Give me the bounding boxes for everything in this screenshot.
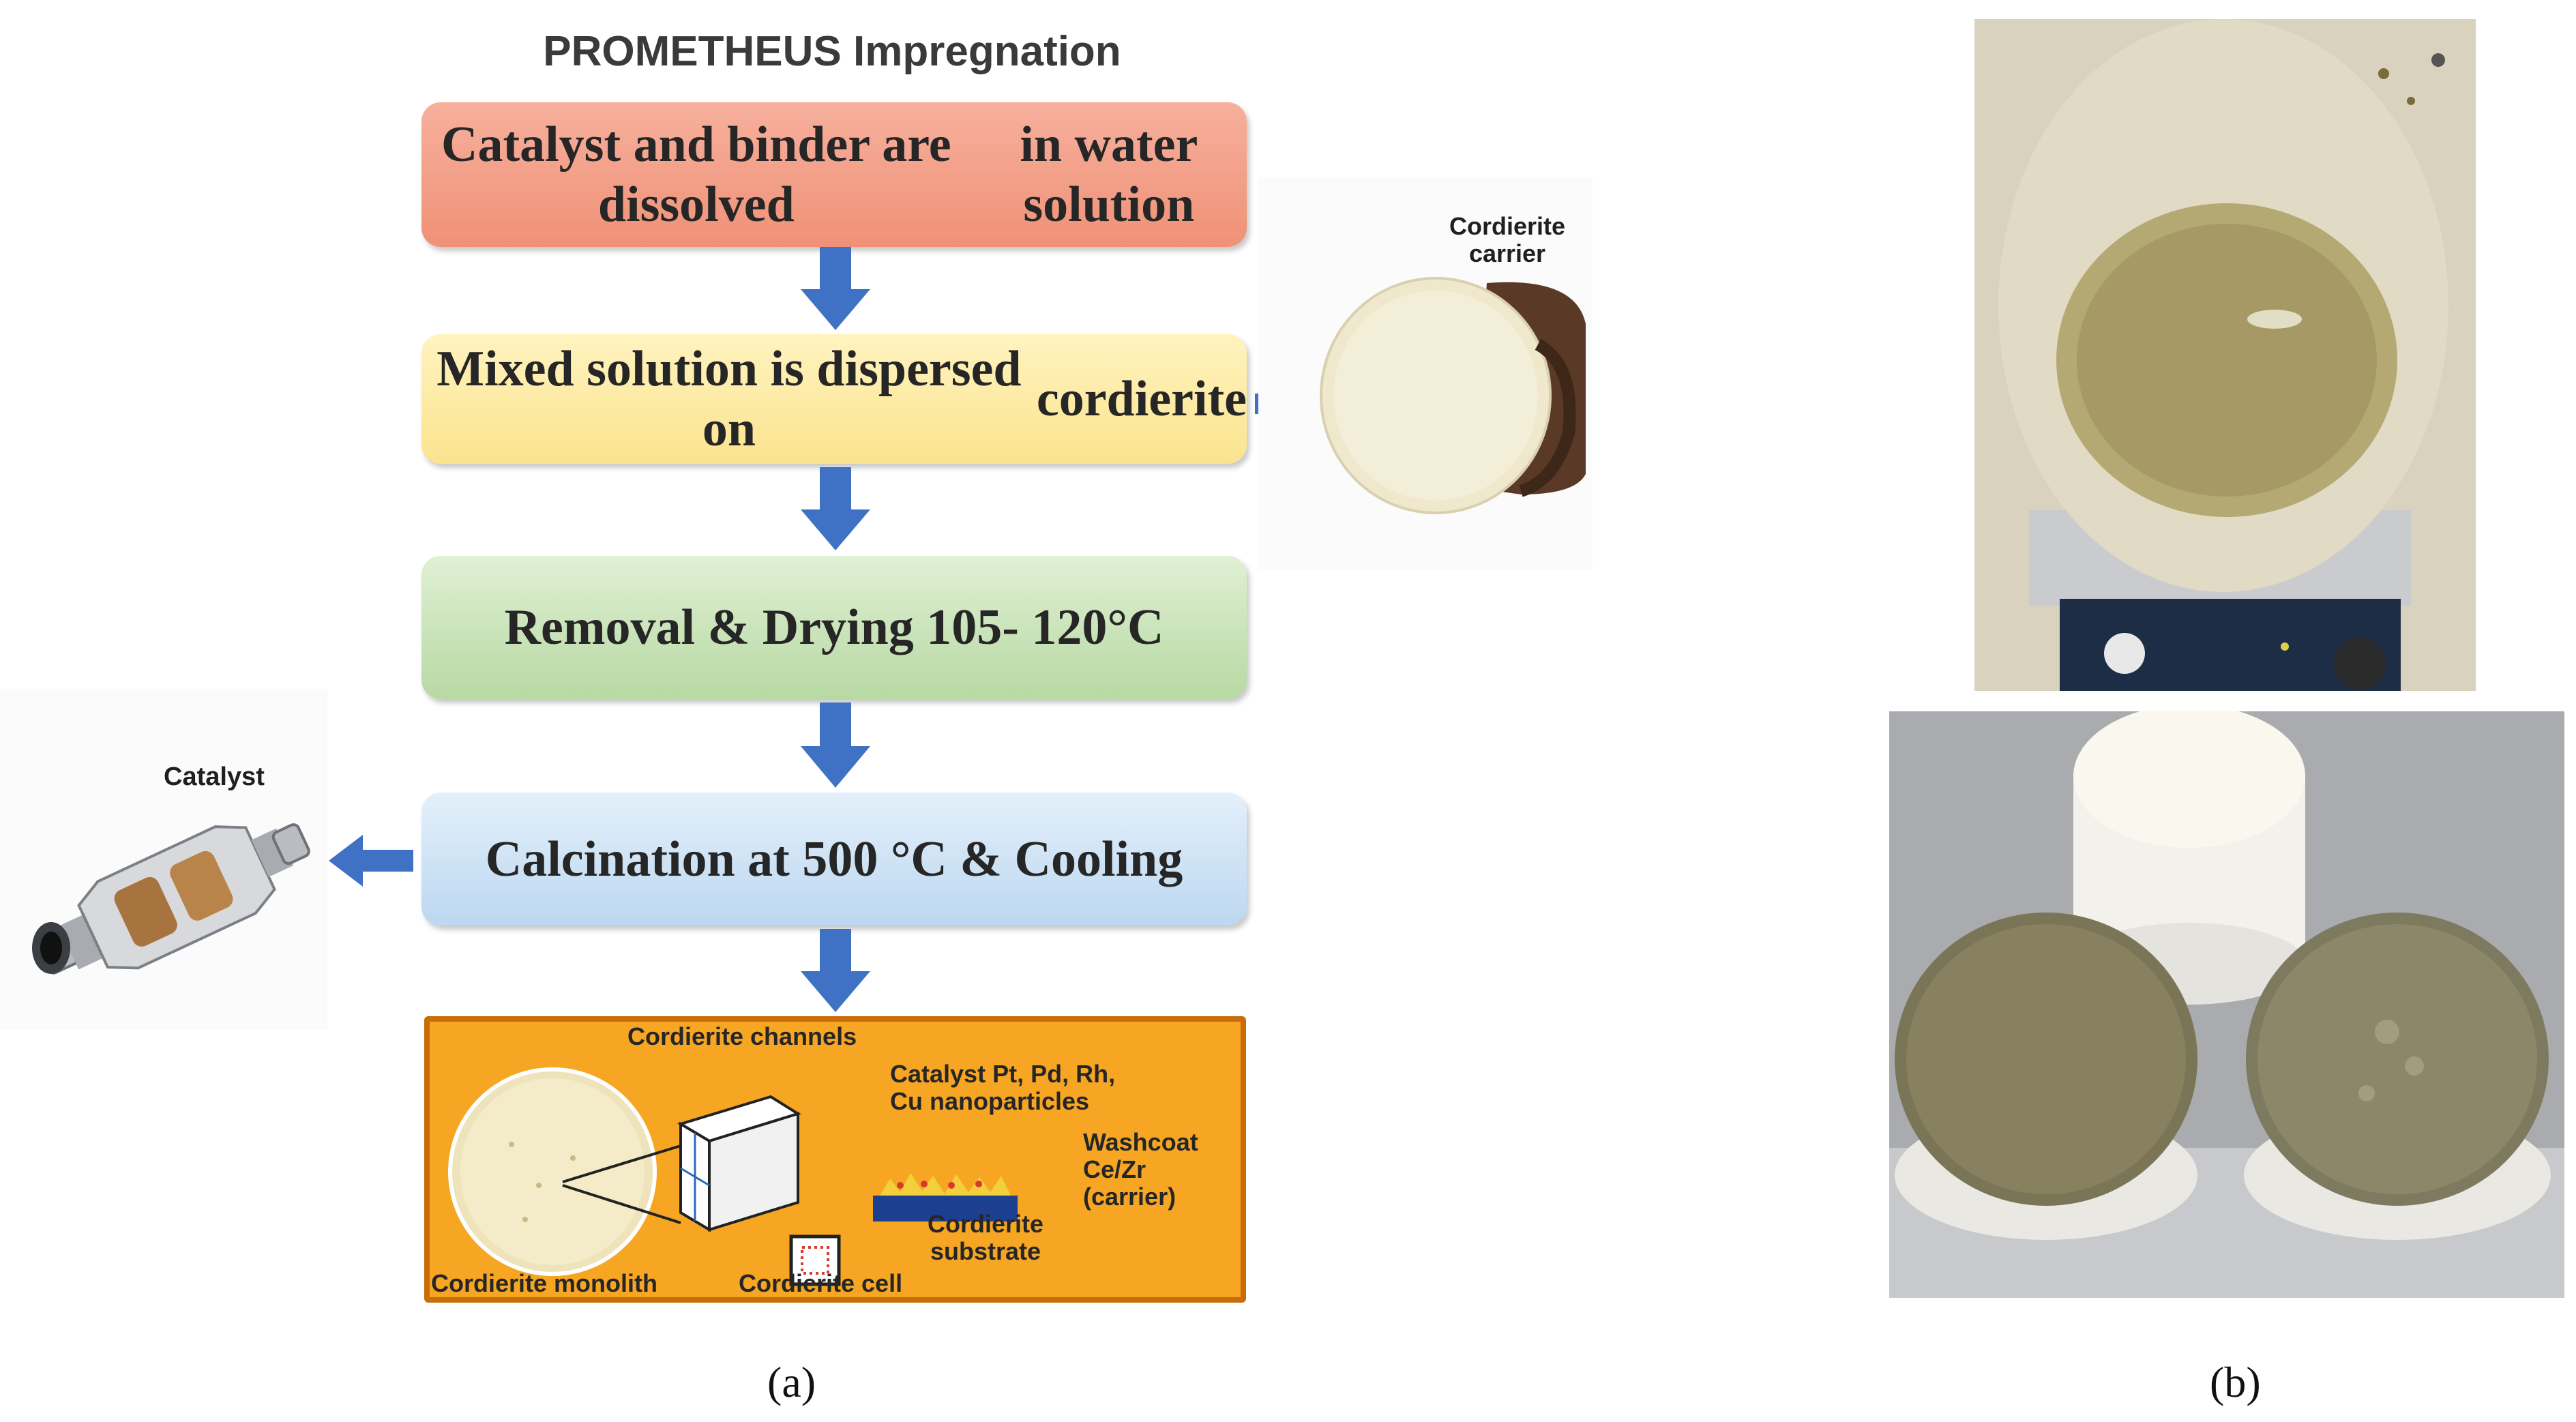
label-catalyst-np: Catalyst Pt, Pd, Rh, Cu nanoparticles [890,1061,1115,1115]
label-catalyst-np-line1: Catalyst Pt, Pd, Rh, [890,1060,1116,1088]
label-washcoat-line3: (carrier) [1083,1183,1176,1211]
arrow-down-icon [801,247,870,330]
step-dissolve: Catalyst and binder are dissolved in wat… [421,102,1247,247]
step-calcination: Calcination at 500 °C & Cooling [421,793,1247,925]
arrow-left-icon [329,835,413,887]
carrier-label-line1: Cordierite [1449,212,1566,240]
monoliths-photo [1889,711,2564,1298]
step-disperse: Mixed solution is dispersed on cordierit… [421,334,1247,464]
monoliths-image [1889,711,2564,1298]
label-substrate: Cordierite substrate [928,1211,1043,1265]
step-calcination-line1: Calcination at 500 °C & Cooling [485,831,1183,887]
cordierite-carrier-image [1320,277,1586,514]
arrow-down-icon [801,929,870,1012]
caption-b: (b) [2210,1358,2261,1406]
catalyst-label: Catalyst [164,762,265,791]
arrow-down-icon [801,467,870,550]
structure-illustration [448,1067,1018,1286]
slurry-beaker-image [1974,19,2476,691]
carrier-label-line2: carrier [1468,239,1546,267]
label-channels: Cordierite channels [627,1022,857,1050]
step-disperse-line2: cordierite [1036,371,1247,427]
label-washcoat: Washcoat Ce/Zr (carrier) [1083,1129,1198,1211]
label-monolith: Cordierite monolith [431,1269,657,1297]
step-dissolve-line1: Catalyst and binder are dissolved [441,117,951,233]
slurry-photo [1974,19,2476,691]
step-drying-line1: Removal & Drying 105- 120°C [504,599,1164,655]
figure-title: PROMETHEUS Impregnation [543,28,1121,75]
caption-a: (a) [767,1358,816,1406]
arrow-down-icon [801,702,870,788]
step-dissolve-line2: in water solution [1020,117,1198,233]
step-drying: Removal & Drying 105- 120°C [421,556,1247,699]
label-substrate-line1: Cordierite [928,1210,1044,1238]
label-washcoat-line2: Ce/Zr [1083,1155,1146,1183]
label-washcoat-line1: Washcoat [1083,1128,1198,1156]
catalytic-converter-image [32,823,310,975]
carrier-label: Cordierite carrier [1419,213,1596,267]
step-disperse-line1: Mixed solution is dispersed on [436,341,1022,457]
label-cell: Cordierite cell [739,1269,903,1297]
label-substrate-line2: substrate [930,1237,1041,1265]
label-catalyst-np-line2: Cu nanoparticles [890,1087,1090,1115]
